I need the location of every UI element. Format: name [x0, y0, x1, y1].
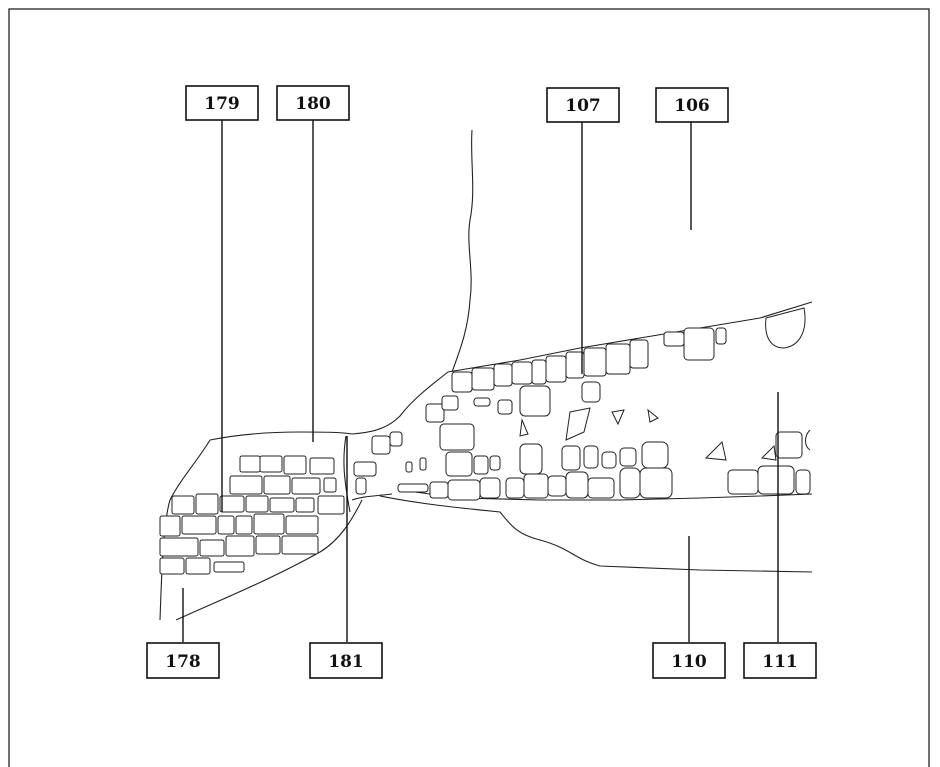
contour-178-base — [175, 499, 363, 621]
label-178: 178 — [146, 642, 220, 679]
contour-cut-upper — [451, 129, 474, 373]
contour-slope — [351, 371, 449, 435]
contour-110 — [379, 495, 813, 573]
label-box-181 — [309, 642, 383, 679]
label-107: 107 — [546, 87, 620, 123]
page-frame — [8, 8, 930, 767]
label-179: 179 — [185, 85, 259, 121]
label-180: 180 — [276, 85, 350, 121]
label-text-178: 178 — [165, 652, 201, 672]
label-box-110 — [652, 642, 726, 679]
contour-180-top — [209, 431, 353, 441]
label-text-179: 179 — [204, 94, 240, 114]
label-text-107: 107 — [565, 96, 601, 116]
contour-178-left — [159, 439, 211, 621]
wall-107-stones — [353, 307, 811, 501]
label-box-179 — [185, 85, 259, 121]
label-box-107 — [546, 87, 620, 123]
label-box-178 — [146, 642, 220, 679]
label-box-180 — [276, 85, 350, 121]
wall-179-180-stones — [159, 455, 345, 575]
label-text-110: 110 — [671, 652, 707, 672]
contour-181 — [343, 435, 351, 513]
label-110: 110 — [652, 642, 726, 679]
label-box-111 — [743, 642, 817, 679]
label-text-111: 111 — [762, 652, 798, 672]
label-text-180: 180 — [295, 94, 331, 114]
leader-lines — [182, 120, 779, 642]
label-box-106 — [655, 87, 729, 123]
contour-wall-top — [447, 301, 813, 373]
label-181: 181 — [309, 642, 383, 679]
contour-junction — [351, 493, 393, 501]
label-106: 106 — [655, 87, 729, 123]
label-text-181: 181 — [328, 652, 364, 672]
label-text-106: 106 — [674, 96, 710, 116]
label-111: 111 — [743, 642, 817, 679]
